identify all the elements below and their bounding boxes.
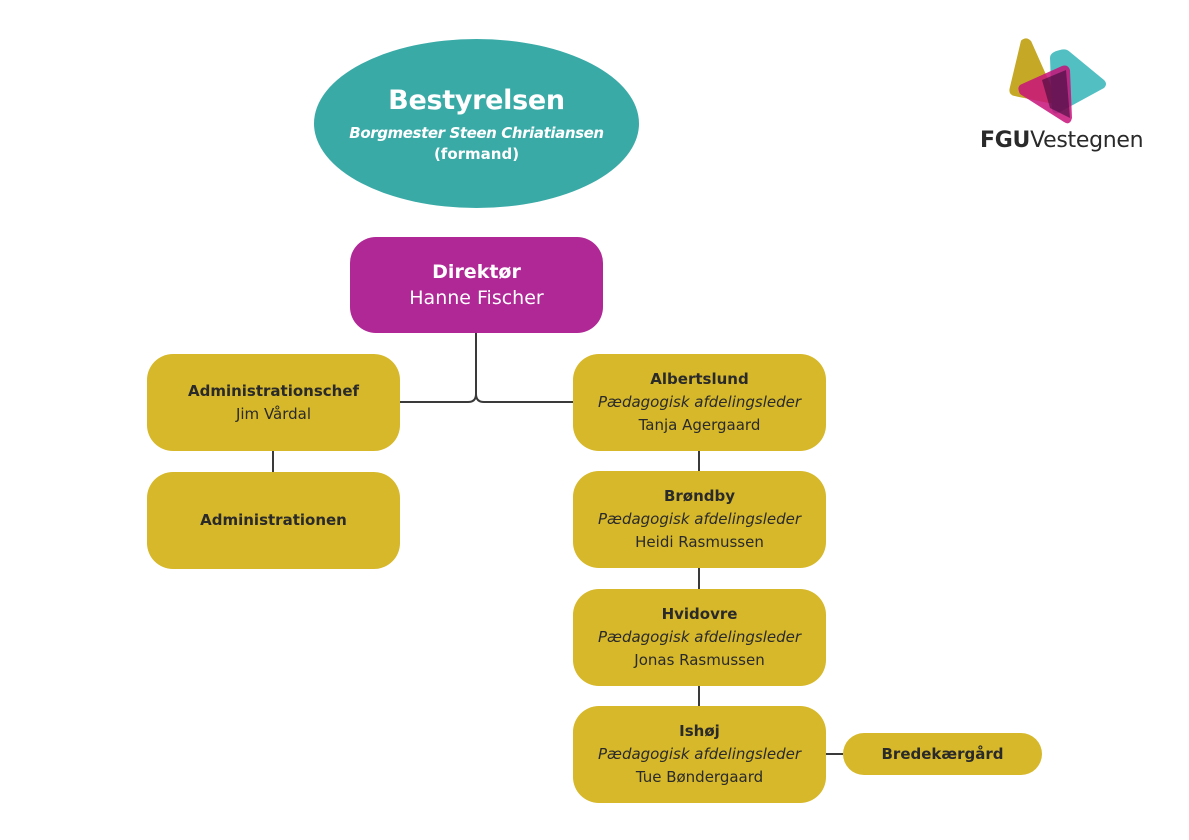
bredekaergard-title: Bredekærgård (881, 745, 1004, 763)
department-role: Pædagogisk afdelingsleder (597, 510, 802, 528)
board-title: Bestyrelsen (388, 84, 565, 116)
board-node: Bestyrelsen Borgmester Steen Chriatianse… (314, 39, 639, 208)
department-leader: Tue Bøndergaard (635, 768, 764, 786)
department-role: Pædagogisk afdelingsleder (597, 393, 802, 411)
department-node-albertslund: Albertslund Pædagogisk afdelingsleder Ta… (573, 354, 826, 451)
department-leader: Tanja Agergaard (638, 416, 761, 434)
logo-text-regular: Vestegnen (1030, 128, 1144, 153)
department-node-hvidovre: Hvidovre Pædagogisk afdelingsleder Jonas… (573, 589, 826, 686)
administration-node: Administrationen (147, 472, 400, 569)
board-chair-role: (formand) (433, 144, 520, 163)
administration-title: Administrationen (200, 511, 347, 529)
fgu-vestegnen-logo: FGUVestegnen (980, 36, 1144, 161)
department-leader: Jonas Rasmussen (634, 651, 765, 669)
director-node: Direktør Hanne Fischer (350, 237, 603, 333)
connector-director-branch (400, 333, 573, 403)
admin-chief-node: Administrationschef Jim Vårdal (147, 354, 400, 451)
admin-chief-name: Jim Vårdal (235, 404, 312, 423)
department-leader: Heidi Rasmussen (635, 533, 764, 551)
department-node-ishoj: Ishøj Pædagogisk afdelingsleder Tue Bønd… (573, 706, 826, 803)
logo-wordmark: FGUVestegnen (980, 128, 1144, 153)
department-role: Pædagogisk afdelingsleder (597, 628, 802, 646)
director-title: Direktør (432, 261, 521, 283)
admin-chief-title: Administrationschef (187, 381, 360, 400)
board-chair: Borgmester Steen Chriatiansen (349, 123, 604, 142)
director-name: Hanne Fischer (409, 287, 544, 309)
department-location: Albertslund (650, 370, 749, 388)
logo-text-bold: FGU (980, 128, 1031, 153)
bredekaergard-node: Bredekærgård (843, 733, 1042, 775)
department-location: Hvidovre (661, 605, 738, 623)
department-location: Ishøj (679, 722, 720, 740)
department-location: Brøndby (663, 487, 736, 505)
department-role: Pædagogisk afdelingsleder (597, 745, 802, 763)
department-node-brondby: Brøndby Pædagogisk afdelingsleder Heidi … (573, 471, 826, 568)
overlapping-triangles-logo-icon (1009, 38, 1106, 124)
